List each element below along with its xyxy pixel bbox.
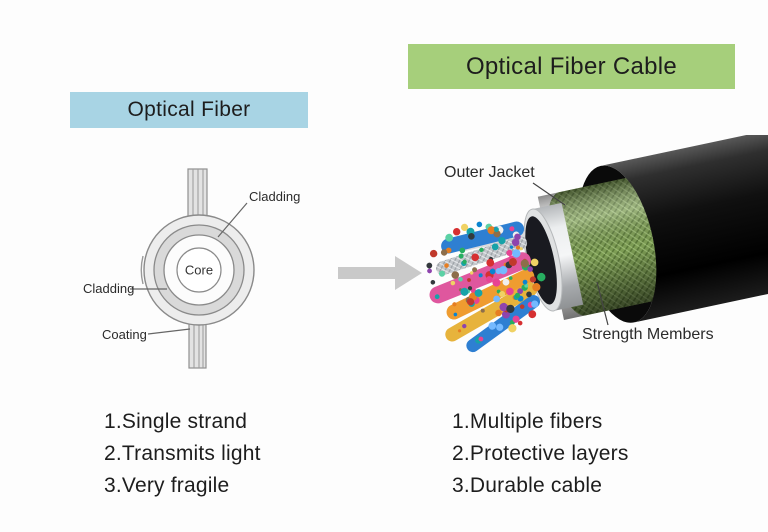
label-strength-members: Strength Members bbox=[582, 326, 714, 343]
list-item: 3.Very fragile bbox=[104, 474, 230, 497]
right-feature-list: 1.Multiple fibers 2.Protective layers 3.… bbox=[452, 406, 629, 502]
coating-split-arc bbox=[140, 255, 144, 285]
list-item: 2.Protective layers bbox=[452, 442, 629, 465]
top-fiber-strand bbox=[187, 168, 208, 222]
label-outer-jacket: Outer Jacket bbox=[444, 164, 535, 181]
left-title-banner: Optical Fiber bbox=[70, 92, 308, 128]
fiber-tip-cluster bbox=[426, 221, 546, 344]
outer-jacket-body bbox=[600, 135, 768, 323]
sheath-opening bbox=[525, 216, 557, 305]
strength-members-leader-line bbox=[596, 281, 609, 326]
label-coating: Coating bbox=[102, 327, 147, 342]
left-title: Optical Fiber bbox=[127, 98, 251, 121]
list-item: 3.Durable cable bbox=[452, 474, 603, 497]
bottom-fiber-strand bbox=[188, 319, 207, 369]
right-title-banner: Optical Fiber Cable bbox=[408, 44, 735, 89]
arrow-icon bbox=[338, 256, 422, 290]
right-title: Optical Fiber Cable bbox=[465, 52, 678, 80]
list-item: 1.Single strand bbox=[104, 410, 248, 433]
outer-jacket-leader-line bbox=[532, 182, 566, 206]
cladding-top-leader-line bbox=[217, 202, 248, 238]
left-feature-list: 1.Single strand 2.Transmits light 3.Very… bbox=[104, 406, 261, 502]
inner-sheath-silver bbox=[523, 202, 584, 312]
core-circle bbox=[176, 247, 222, 293]
list-item: 2.Transmits light bbox=[104, 442, 261, 465]
list-item: 1.Multiple fibers bbox=[452, 410, 603, 433]
label-cladding-top: Cladding bbox=[249, 189, 301, 204]
fiber-cross-section-diagram bbox=[130, 168, 255, 369]
cable-body-group bbox=[426, 135, 768, 353]
coating-leader-line bbox=[147, 328, 191, 335]
label-cladding-left: Cladding bbox=[83, 281, 135, 296]
cable-cutaway-illustration bbox=[426, 135, 768, 353]
label-core: Core bbox=[184, 262, 214, 278]
